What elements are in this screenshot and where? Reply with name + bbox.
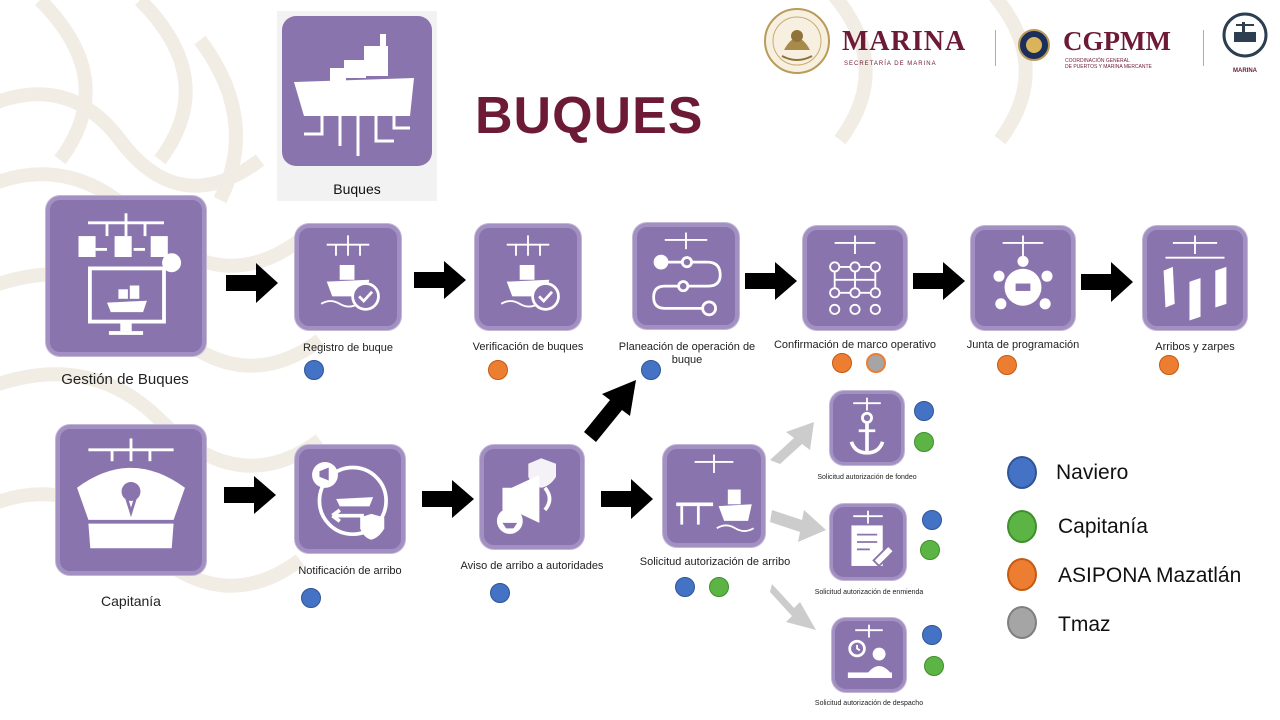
junta-tile[interactable] [971,226,1075,330]
flow-arrow-diagonal-up [584,380,636,442]
legend-dot-asipona [1007,558,1037,591]
flow-arrow-to-despacho [770,584,816,630]
legend-label-capitania: Capitanía [1058,515,1148,538]
actor-dot-naviero [922,510,942,530]
step-label-verificacion: Verificación de buques [472,341,584,353]
flow-arrow-7 [422,480,474,518]
marina-name: MARINA [842,26,967,57]
actor-dot-capitania [914,432,934,452]
module-label-gestion: Gestión de Buques [61,371,189,388]
actor-dot-asipona [1159,355,1179,375]
gestion-buques-tile[interactable] [46,196,206,356]
step-label-solicitud-arribo: Solicitud autorización de arribo [639,556,791,568]
marina-subtitle: SECRETARÍA DE MARINA [844,61,937,67]
step-label-confirmacion: Confirmación de marco operativo [773,339,937,351]
capitania-tile[interactable] [56,425,206,575]
cargo-ship-icon [294,34,414,156]
planeacion-tile[interactable] [633,223,739,329]
legend: Naviero Capitanía ASIPONA Mazatlán Tmaz [1000,450,1270,650]
aviso-tile[interactable] [480,445,584,549]
confirmacion-tile[interactable] [803,226,907,330]
logo-divider [995,30,996,66]
legend-dot-capitania [1007,510,1037,543]
step-label-junta: Junta de programación [966,339,1080,351]
actor-dot-naviero [675,577,695,597]
step-label-enmienda: Solicitud autorización de enmienda [814,589,924,596]
asipona-emblem-icon [1222,12,1268,58]
legend-dot-naviero [1007,456,1037,489]
meeting-icon [993,235,1053,310]
captain-hat-icon [77,438,185,549]
legend-dot-tmaz [1007,606,1037,639]
asipona-logo: MARINA [1220,12,1270,76]
fondeo-tile[interactable] [830,391,904,465]
enmienda-tile[interactable] [830,504,906,580]
ship-check-icon [320,235,380,311]
actor-dot-tmaz [866,353,886,373]
cgpmm-subtitle-1: COORDINACIÓN GENERAL [1065,58,1130,64]
notificacion-tile[interactable] [295,445,405,553]
page-title: BUQUES [475,87,704,145]
actor-dot-naviero [641,360,661,380]
actor-dot-naviero [922,625,942,645]
legend-label-naviero: Naviero [1056,461,1129,484]
mexico-seal-icon [764,8,830,74]
flow-arrow-6 [224,476,276,514]
flow-arrow-5 [1081,262,1133,302]
legend-label-asipona: ASIPONA Mazatlán [1058,564,1242,587]
marina-logo: MARINA SECRETARÍA DE MARINA [762,6,978,76]
network-nodes-icon [829,235,881,315]
documents-computer-icon [78,213,182,335]
legend-label-tmaz: Tmaz [1058,613,1111,636]
step-label-arribos: Arribos y zarpes [1155,341,1235,353]
actor-dot-asipona [488,360,508,380]
flow-arrow-to-fondeo [770,422,814,464]
despacho-tile[interactable] [832,618,906,692]
step-label-despacho: Solicitud autorización de despacho [814,700,924,707]
dispatch-clerk-icon [847,624,892,678]
cgpmm-subtitle-2: DE PUERTOS Y MARINA MERCANTE [1065,64,1152,70]
anchor-icon [849,397,885,455]
registro-tile[interactable] [295,224,401,330]
step-label-notificacion: Notificación de arribo [298,565,402,577]
flow-arrow-2 [414,261,466,299]
flow-arrow-4 [913,262,965,300]
ship-verified-icon [500,235,560,311]
logo-divider-2 [1203,30,1204,66]
actor-dot-capitania [709,577,729,597]
actor-dot-capitania [924,656,944,676]
verificacion-tile[interactable] [475,224,581,330]
step-label-registro: Registro de buque [303,342,393,354]
flow-arrow-8 [601,479,653,519]
actor-dot-naviero [304,360,324,380]
buques-title-tile [282,16,432,166]
actor-dot-capitania [920,540,940,560]
document-edit-icon [851,510,896,568]
arribos-tile[interactable] [1143,226,1247,330]
step-label-fondeo: Solicitud autorización de fondeo [817,474,917,481]
megaphone-icon [496,458,556,534]
actor-dot-naviero [490,583,510,603]
title-icon-label: Buques [333,181,381,197]
actor-dot-asipona [832,353,852,373]
cgpmm-logo: CGPMM COORDINACIÓN GENERAL DE PUERTOS Y … [1017,26,1187,74]
actor-dot-asipona [997,355,1017,375]
module-label-capitania: Capitanía [101,593,161,609]
actor-dot-naviero [301,588,321,608]
actor-dot-naviero [914,401,934,421]
step-label-planeacion: Planeación de operación de buque [618,341,756,366]
flow-arrow-1 [226,263,278,303]
docked-ships-icon [1163,235,1227,321]
solicitud-arribo-tile[interactable] [663,445,765,547]
cgpmm-name: CGPMM [1063,26,1171,56]
step-label-aviso: Aviso de arribo a autoridades [460,560,604,572]
flow-arrow-to-enmienda [770,510,826,542]
flow-arrow-3 [745,262,797,300]
route-plan-icon [652,232,722,317]
notification-ship-icon [312,461,388,540]
asipona-subtitle: MARINA [1233,68,1257,74]
ship-dock-icon [676,454,755,532]
cgpmm-emblem-icon [1018,29,1050,61]
